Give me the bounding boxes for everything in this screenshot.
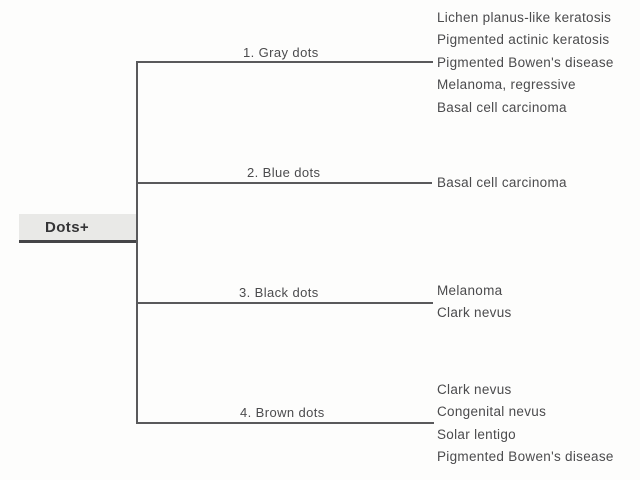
diagnosis-list-brown-dots: Clark nevus Congenital nevus Solar lenti…	[437, 379, 614, 469]
diagnosis-list-black-dots: Melanoma Clark nevus	[437, 280, 512, 325]
branch-line-gray-dots	[136, 61, 433, 63]
diagnosis-item: Solar lentigo	[437, 426, 516, 442]
diagnosis-list-blue-dots: Basal cell carcinoma	[437, 172, 567, 194]
diagnosis-item: Lichen planus-like keratosis	[437, 10, 612, 25]
diagnosis-item: Melanoma	[437, 283, 503, 298]
diagnosis-list-gray-dots: Lichen planus-like keratosis Pigmented a…	[437, 7, 614, 119]
trunk-line	[136, 61, 138, 424]
diagnosis-item: Pigmented Bowen's disease	[437, 54, 614, 70]
branch-label-blue-dots: 2. Blue dots	[247, 165, 321, 180]
branch-line-blue-dots	[136, 182, 432, 184]
diagnosis-item: Basal cell carcinoma	[437, 99, 567, 115]
diagnosis-item: Pigmented actinic keratosis	[437, 32, 610, 48]
diagnosis-item: Congenital nevus	[437, 404, 547, 420]
branch-label-gray-dots: 1. Gray dots	[243, 45, 319, 60]
diagnosis-item: Basal cell carcinoma	[437, 175, 567, 190]
diagnosis-item: Pigmented Bowen's disease	[437, 449, 614, 465]
diagnosis-item: Melanoma, regressive	[437, 77, 576, 93]
root-node-dots: Dots+	[19, 214, 136, 243]
branch-line-black-dots	[136, 302, 433, 304]
branch-label-brown-dots: 4. Brown dots	[240, 405, 325, 420]
branch-label-black-dots: 3. Black dots	[239, 285, 319, 300]
diagnosis-item: Clark nevus	[437, 382, 512, 397]
diagnosis-item: Clark nevus	[437, 305, 512, 321]
branch-line-brown-dots	[136, 422, 434, 424]
root-label: Dots+	[45, 218, 90, 236]
